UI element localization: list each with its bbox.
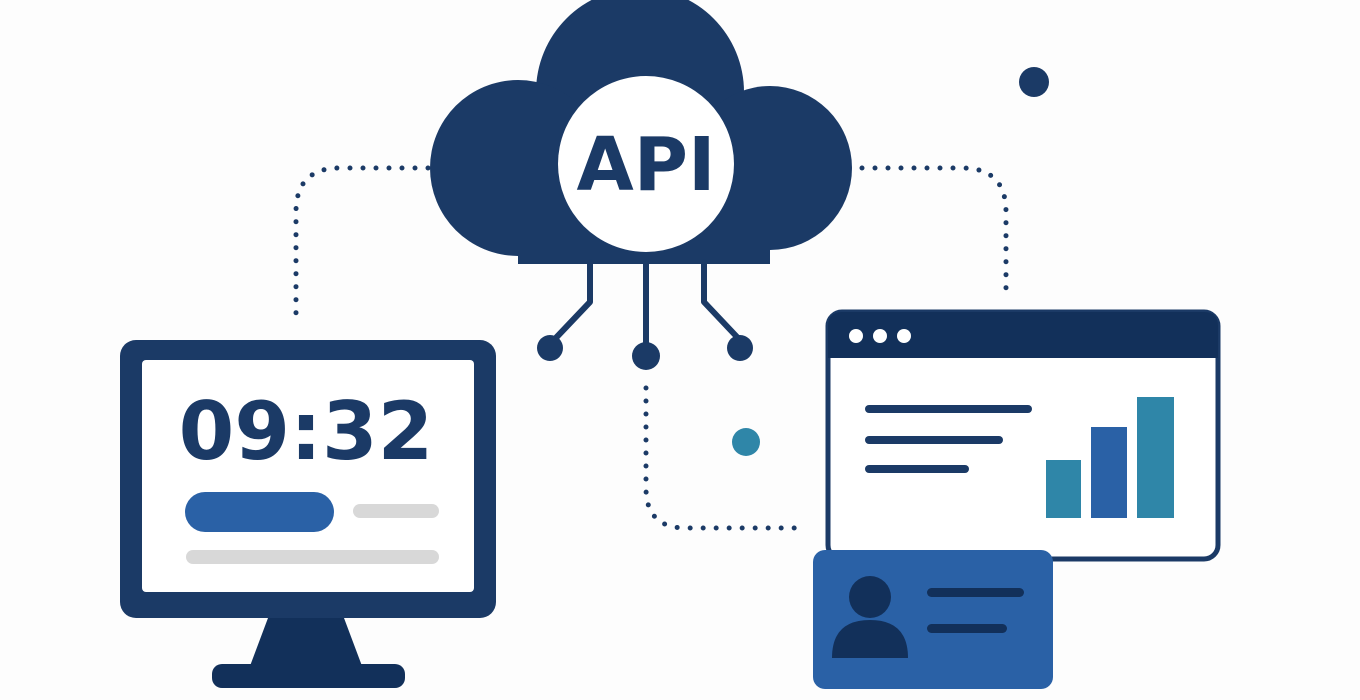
browser-titlebar bbox=[828, 312, 1218, 358]
chart-bar-2 bbox=[1091, 427, 1127, 518]
api-badge-circle bbox=[558, 76, 734, 252]
circuit-node-center bbox=[632, 342, 660, 370]
monitor-screen bbox=[142, 360, 474, 592]
connector-cloud-to-browser bbox=[859, 165, 1009, 295]
connector-node-to-dashboard bbox=[643, 385, 803, 531]
decor-dot-teal bbox=[732, 428, 760, 456]
monitor-stand-neck bbox=[250, 618, 362, 666]
browser-window-icon bbox=[825, 309, 1221, 562]
cloud-icon: API bbox=[430, 0, 852, 370]
connector-cloud-to-monitor bbox=[293, 165, 431, 323]
circuit-node-right bbox=[727, 335, 753, 361]
monitor-blue-pill bbox=[185, 492, 334, 532]
api-label: API bbox=[576, 122, 715, 208]
circuit-lines bbox=[549, 259, 741, 351]
decor-dot-navy bbox=[1019, 67, 1049, 97]
profile-line-2 bbox=[927, 624, 1007, 633]
user-profile-card-icon bbox=[813, 550, 1053, 689]
avatar-head bbox=[849, 576, 891, 618]
text-line-1 bbox=[865, 405, 1032, 413]
clock-time: 09:32 bbox=[179, 385, 434, 478]
profile-line-1 bbox=[927, 588, 1024, 597]
avatar-body bbox=[832, 620, 908, 658]
text-line-3 bbox=[865, 465, 969, 473]
window-dot-1 bbox=[849, 329, 863, 343]
dotted-connectors bbox=[293, 165, 1009, 531]
text-line-2 bbox=[865, 436, 1003, 444]
bar-chart-icon bbox=[1046, 397, 1174, 518]
monitor-stand-base bbox=[212, 664, 405, 688]
monitor-icon: 09:32 bbox=[120, 340, 496, 688]
chart-bar-3 bbox=[1137, 397, 1174, 518]
window-dot-2 bbox=[873, 329, 887, 343]
chart-bar-1 bbox=[1046, 460, 1081, 518]
profile-card bbox=[813, 550, 1053, 689]
monitor-gray-bar-short bbox=[353, 504, 439, 518]
window-dot-3 bbox=[897, 329, 911, 343]
circuit-node-left bbox=[537, 335, 563, 361]
monitor-gray-bar-long bbox=[186, 550, 439, 564]
